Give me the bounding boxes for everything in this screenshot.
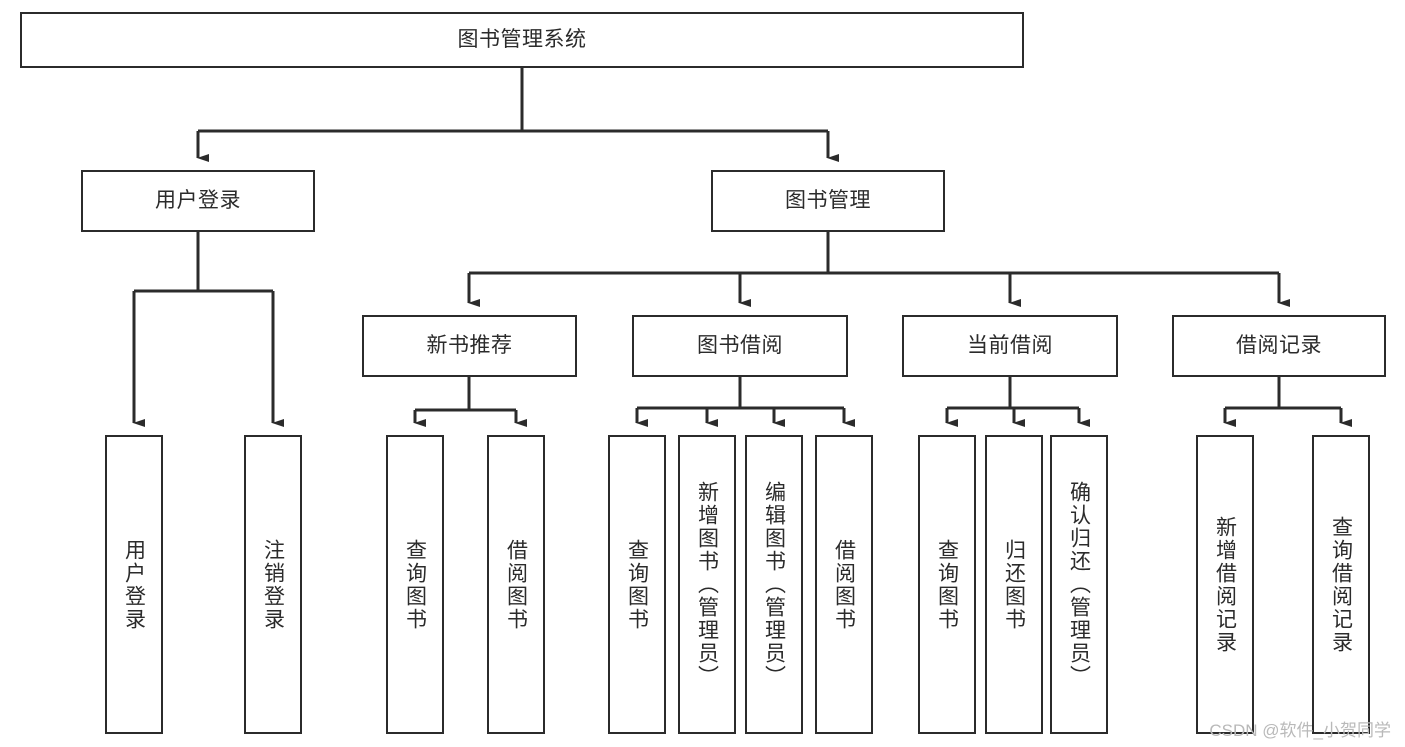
node-label: 借阅图书: [504, 538, 528, 631]
node-label: 图书管理: [785, 189, 871, 213]
node-leaf-user-login[interactable]: 用户登录: [105, 435, 163, 734]
node-leaf-borrow-book-newbook[interactable]: 借阅图书: [487, 435, 545, 734]
node-leaf-query-book-current[interactable]: 查询图书: [918, 435, 976, 734]
node-label: 查询图书: [935, 538, 959, 631]
watermark-text: CSDN @软件_小贺同学: [1209, 721, 1391, 740]
node-root-system[interactable]: 图书管理系统: [20, 12, 1024, 68]
node-leaf-borrow-book[interactable]: 借阅图书: [815, 435, 873, 734]
node-label: 借阅记录: [1236, 334, 1322, 358]
node-leaf-query-book-newbook[interactable]: 查询图书: [386, 435, 444, 734]
node-leaf-add-book-admin[interactable]: 新增图书（管理员）: [678, 435, 736, 734]
node-leaf-query-book-borrow[interactable]: 查询图书: [608, 435, 666, 734]
node-label: 查询图书: [625, 538, 649, 631]
node-leaf-logout[interactable]: 注销登录: [244, 435, 302, 734]
node-label: 归还图书: [1002, 538, 1026, 631]
node-label: 新增借阅记录: [1213, 515, 1237, 654]
node-label: 用户登录: [122, 538, 146, 631]
node-label: 用户登录: [155, 189, 241, 213]
node-book-management[interactable]: 图书管理: [711, 170, 945, 232]
node-label: 注销登录: [261, 538, 285, 631]
node-label: 当前借阅: [967, 334, 1053, 358]
node-new-book-recommend[interactable]: 新书推荐: [362, 315, 577, 377]
node-label: 确认归还（管理员）: [1067, 481, 1091, 688]
node-user-login[interactable]: 用户登录: [81, 170, 315, 232]
node-book-borrow[interactable]: 图书借阅: [632, 315, 848, 377]
connector-lines: [132, 68, 1352, 427]
node-label: 借阅图书: [832, 538, 856, 631]
node-label: 查询借阅记录: [1329, 515, 1353, 654]
node-leaf-return-book[interactable]: 归还图书: [985, 435, 1043, 734]
node-leaf-edit-book-admin[interactable]: 编辑图书（管理员）: [745, 435, 803, 734]
node-current-borrow[interactable]: 当前借阅: [902, 315, 1118, 377]
node-label: 查询图书: [403, 538, 427, 631]
node-leaf-query-borrow-record[interactable]: 查询借阅记录: [1312, 435, 1370, 734]
node-label: 编辑图书（管理员）: [762, 481, 786, 688]
node-leaf-confirm-return-admin[interactable]: 确认归还（管理员）: [1050, 435, 1108, 734]
node-label: 新书推荐: [426, 334, 513, 358]
node-label: 图书借阅: [697, 334, 783, 358]
node-borrow-record[interactable]: 借阅记录: [1172, 315, 1386, 377]
node-leaf-add-borrow-record[interactable]: 新增借阅记录: [1196, 435, 1254, 734]
node-label: 图书管理系统: [457, 28, 587, 52]
node-label: 新增图书（管理员）: [695, 481, 719, 688]
